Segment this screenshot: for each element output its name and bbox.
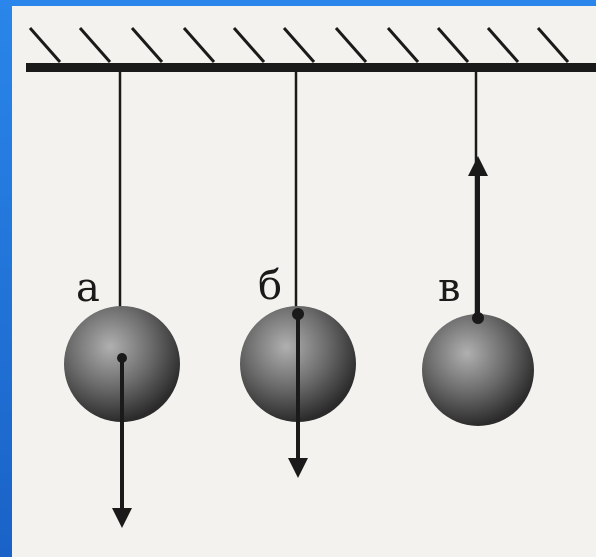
ceiling-hatching — [28, 27, 570, 63]
ceiling-bar — [26, 63, 596, 72]
ball-c — [422, 314, 534, 426]
pendulum-b — [240, 72, 356, 478]
pendulum-a — [64, 72, 180, 528]
label-c: в — [438, 265, 461, 311]
label-b: б — [258, 263, 283, 309]
pendulum-c — [422, 72, 534, 426]
pendulum-diagram — [26, 27, 596, 528]
center-dot-a — [117, 353, 127, 363]
contact-dot-c — [472, 312, 484, 324]
contact-dot-b — [292, 308, 304, 320]
label-a: а — [76, 265, 100, 311]
figure-panel: а б в — [12, 6, 596, 557]
